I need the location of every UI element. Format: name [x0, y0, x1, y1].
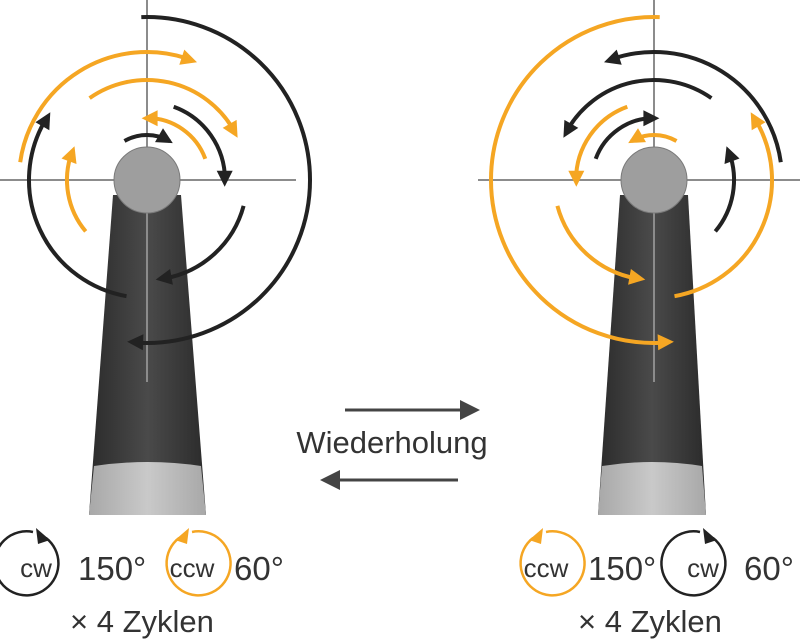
ring-5-arrowhead: [724, 146, 740, 164]
left-file-hub: [113, 146, 181, 214]
ring-1-arrowhead: [604, 49, 622, 65]
right-step1-direction: ccw: [524, 553, 569, 583]
ring-4-arc: [164, 205, 246, 281]
ring-1-arrowhead: [179, 49, 197, 65]
right-step2-angle: 60°: [744, 550, 794, 587]
ring-5-arc: [713, 151, 737, 233]
cw-badge-ring: [660, 530, 727, 597]
cw-badge-arrowhead: [703, 528, 717, 544]
right-legend-step1: ccw 150°: [519, 528, 656, 597]
ring-4-arrowhead: [628, 269, 646, 285]
left-step1-direction: cw: [20, 553, 52, 583]
inner-1-arrowhead: [155, 128, 173, 144]
ring-4-arrowhead: [155, 269, 173, 285]
left-step1-angle: 150°: [78, 550, 146, 587]
ring-4-arc: [555, 205, 637, 281]
left-cycles: × 4 Zyklen: [70, 604, 214, 639]
ccw-badge-arrowhead: [175, 528, 189, 544]
right-step2-direction: cw: [687, 553, 719, 583]
repeat-label: Wiederholung: [296, 425, 487, 460]
ring-3-arrowhead: [563, 119, 579, 138]
right-file-hub: [620, 146, 688, 214]
outer-arc: [488, 15, 660, 345]
ring-2-arc: [26, 120, 127, 299]
outer-arc: [141, 15, 313, 345]
ring-2-arc: [674, 120, 775, 299]
ring-6-arc: [173, 104, 227, 181]
right-file-tip: [598, 462, 706, 515]
ring-1-arc: [613, 50, 783, 163]
backward-arrow-head: [320, 470, 340, 490]
ring-3-arc: [565, 78, 713, 132]
forward-arrow-head: [460, 400, 480, 420]
inner-1-arrowhead: [628, 128, 646, 144]
right-file-assembly: [478, 0, 800, 515]
left-legend-step2: ccw 60°: [165, 528, 284, 597]
right-rotation-arrows: [488, 15, 783, 351]
left-file-tip: [89, 462, 206, 515]
left-legend: cw 150° ccw 60° × 4 Zyklen: [0, 528, 284, 639]
ccw-badge-ring: [519, 530, 586, 597]
right-legend: ccw 150° cw 60° × 4 Zyklen: [519, 528, 794, 639]
left-step2-direction: ccw: [170, 553, 215, 583]
ccw-badge-arrowhead: [529, 528, 543, 544]
ring-3-arrowhead: [222, 119, 238, 138]
ring-1-arc: [18, 50, 188, 163]
right-cycles: × 4 Zyklen: [578, 604, 722, 639]
repeat-indicator: Wiederholung: [296, 400, 488, 490]
ring-5-arc: [64, 151, 88, 233]
ccw-badge-ring: [165, 530, 232, 597]
left-file-assembly: [0, 0, 313, 515]
right-legend-step2: cw 60°: [660, 528, 794, 597]
cw-badge-arrowhead: [36, 528, 50, 544]
ring-2-arrowhead: [35, 112, 51, 131]
outer-arrowhead: [657, 334, 674, 351]
ring-3-arc: [88, 78, 236, 132]
ring-5-arrowhead: [61, 146, 77, 164]
cw-badge-ring: [0, 530, 60, 597]
left-step2-angle: 60°: [234, 550, 284, 587]
left-legend-step1: cw 150°: [0, 528, 146, 597]
ring-6-arrowhead: [568, 170, 585, 187]
ring-7-arrowhead: [643, 110, 660, 127]
ring-2-arrowhead: [750, 112, 766, 131]
ring-6-arrowhead: [216, 170, 233, 187]
ring-6-arc: [574, 104, 628, 181]
ring-7-arrowhead: [141, 110, 158, 127]
right-step1-angle: 150°: [588, 550, 656, 587]
outer-arrowhead: [127, 334, 144, 351]
left-rotation-arrows: [18, 15, 313, 351]
